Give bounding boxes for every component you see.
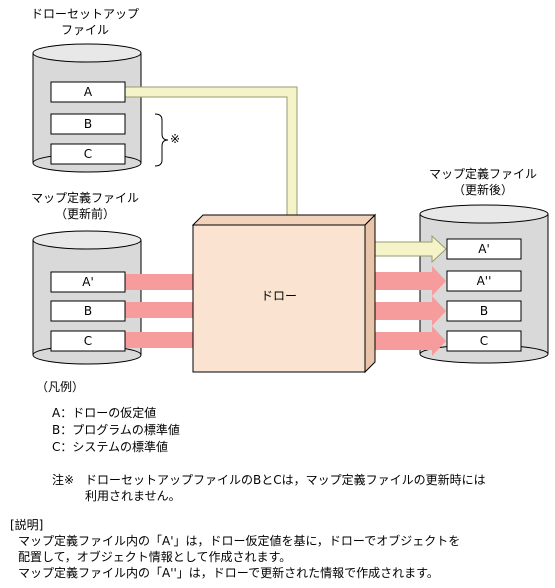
after-record-label: A' <box>478 242 490 256</box>
setup-record-label: B <box>84 117 92 131</box>
after-record-box <box>446 238 522 260</box>
explanation-title: [説明] <box>10 518 44 532</box>
mapdef-after-title-1: マップ定義ファイル <box>428 167 537 181</box>
legend-title: （凡例） <box>36 380 85 394</box>
before-record-label: A' <box>82 275 94 289</box>
setup-file-title-2: ファイル <box>60 23 109 37</box>
setup-file-title-1: ドローセットアップ <box>30 7 139 21</box>
after-record-label: C <box>480 334 488 348</box>
mapdef-before-title-1: マップ定義ファイル <box>30 191 139 205</box>
before-record-box <box>50 330 126 352</box>
before-record-label: C <box>84 334 92 348</box>
arrow-in-c <box>125 330 200 350</box>
mapdef-before-title-2: （更新前） <box>54 207 115 221</box>
draw-box <box>191 213 377 374</box>
note-bracket <box>154 113 169 167</box>
legend-item-c: C：システムの標準値 <box>52 440 169 454</box>
explanation-line-2: 配置して，オブジェクト情報として作成されます。 <box>18 550 292 564</box>
setup-record-box <box>50 143 126 165</box>
after-record-box <box>446 330 522 352</box>
before-record-box <box>50 300 126 322</box>
after-record-label: B <box>480 304 488 318</box>
arrow-out-c <box>360 326 446 356</box>
arrow-out-a2 <box>360 266 446 296</box>
note-line-2: 利用されません。 <box>85 489 181 503</box>
output-arrows <box>359 234 447 356</box>
setup-record-box <box>50 81 126 103</box>
input-arrows <box>125 272 200 350</box>
mapdef-after-title-2: （更新後） <box>452 183 513 197</box>
after-record-label: A'' <box>477 274 492 288</box>
after-record-box <box>446 270 522 292</box>
arrow-in-a <box>125 272 200 292</box>
setup-record-box <box>50 113 126 135</box>
note-line-1: ドローセットアップファイルのBとCは，マップ定義ファイルの更新時には <box>85 473 486 487</box>
draw-box-label: ドロー <box>260 289 297 303</box>
note-mark: ※ <box>170 132 181 146</box>
before-record-box <box>50 271 126 293</box>
after-record-box <box>446 300 522 322</box>
before-record-label: B <box>84 304 92 318</box>
setup-record-label: C <box>84 147 92 161</box>
explanation-line-1: マップ定義ファイル内の「A'」は，ドロー仮定値を基に，ドローでオブジェクトを <box>18 534 461 548</box>
explanation-line-3: マップ定義ファイル内の「A''」は，ドローで更新された情報で作成されます。 <box>18 566 439 580</box>
arrow-out-b <box>360 296 446 326</box>
note-label: 注※ <box>52 473 75 487</box>
arrow-in-b <box>125 300 200 320</box>
legend-item-b: B：プログラムの標準値 <box>52 423 180 437</box>
legend-item-a: A：ドローの仮定値 <box>52 406 157 420</box>
setup-record-label: A <box>84 85 93 99</box>
